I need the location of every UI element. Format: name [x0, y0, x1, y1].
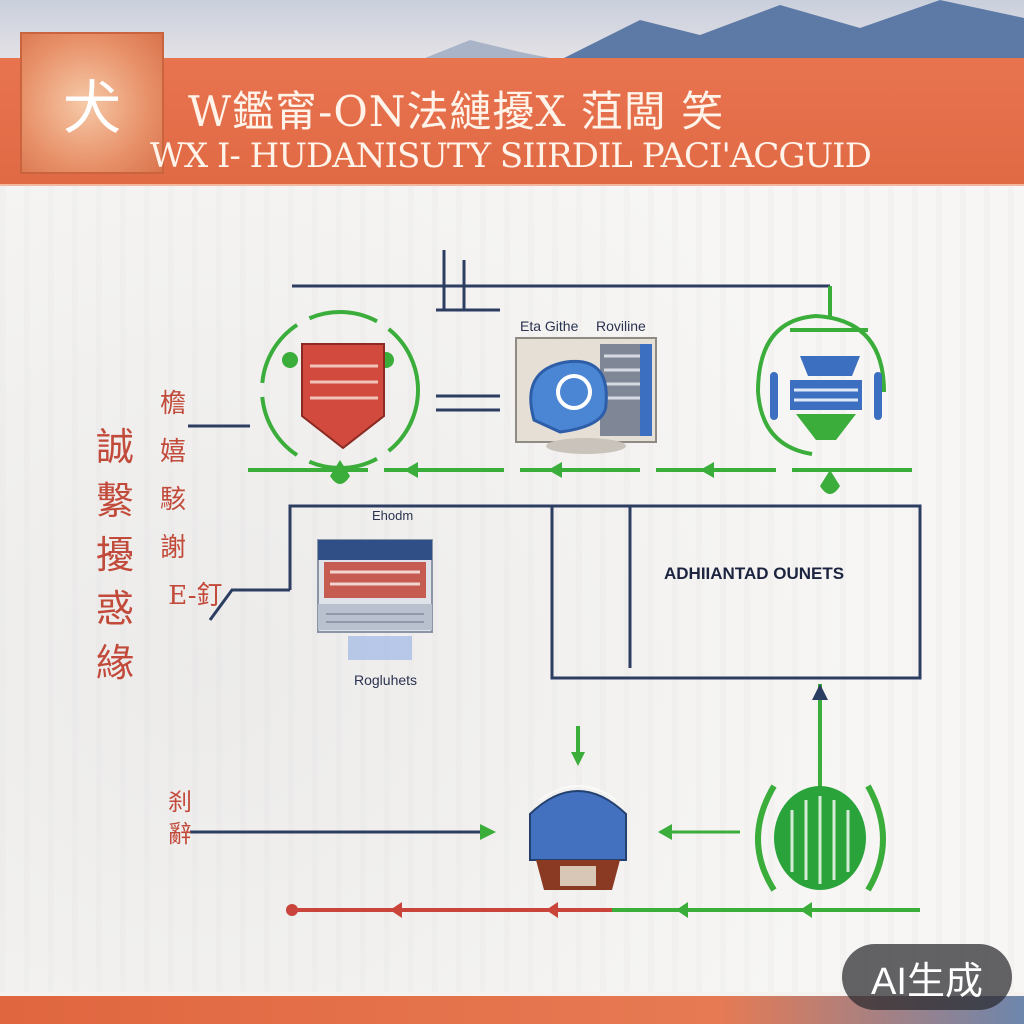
header-banner [0, 58, 1024, 187]
mountain-silhouette [420, 0, 1024, 60]
label-top-center-right: Roviline [596, 318, 646, 334]
label-machine-bottom: Rogluhets [354, 672, 418, 688]
logo-glyph: 犬 [62, 74, 121, 142]
decorative-text-bottom-left: 刹 辭 [168, 788, 192, 848]
links-green-vertical [576, 684, 822, 790]
label-top-center-left: Eta Githe [520, 318, 579, 334]
arrowheads-upper [404, 462, 714, 478]
label-machine-top: Ehodm [372, 508, 414, 523]
logo: 犬 [20, 32, 164, 174]
decorative-text-left-mid: 檐 嬉 駭 謝 E-釘 [160, 389, 223, 611]
node-device [515, 337, 657, 454]
ai-generated-badge: AI生成 [842, 944, 1012, 1010]
label-middle-box: ADHIIANTAD OUNETS [664, 564, 845, 583]
node-cylinder [755, 784, 886, 892]
title-line-1: W鑑甯-ON法縺擾X 菹闆 笑 [188, 87, 725, 136]
middle-frame [208, 504, 922, 680]
node-shield [260, 310, 420, 484]
arrowheads-bottom [286, 902, 812, 918]
node-dome [529, 785, 627, 890]
node-stack [756, 313, 886, 494]
node-machine [317, 539, 433, 660]
decorative-text-left: 誠 繫 擾 惑 緣 [96, 425, 135, 685]
title-line-2: WX I- HUDANISUTY SIIRDIL PACI'ACGUID [150, 136, 872, 176]
top-connector [292, 250, 830, 312]
link-equals [436, 394, 500, 412]
